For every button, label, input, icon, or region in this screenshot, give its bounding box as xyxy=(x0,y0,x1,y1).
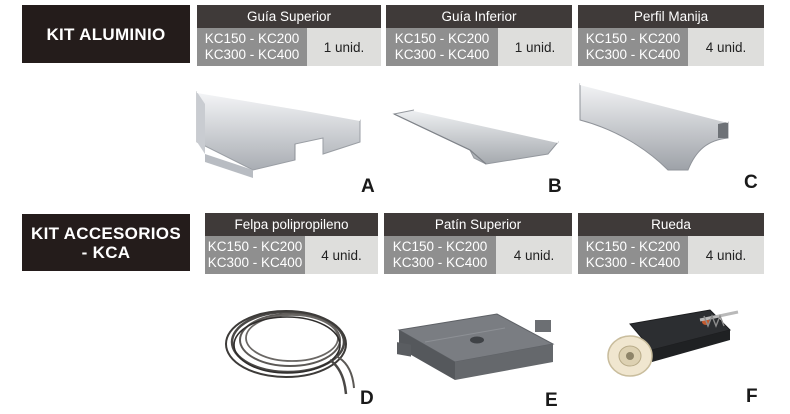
product-f: F xyxy=(600,300,764,412)
kit-label-line: KIT ACCESORIOS xyxy=(31,223,181,243)
upper-track-icon xyxy=(196,91,361,178)
card-model-line: KC300 - KC400 xyxy=(585,255,681,270)
card-model-line: KC150 - KC200 xyxy=(392,239,488,254)
card-title: Felpa polipropileno xyxy=(205,213,378,236)
card-models: KC150 - KC200 KC300 - KC400 xyxy=(384,236,496,274)
product-letter: B xyxy=(548,176,562,197)
card-perfil-manija: Perfil Manija KC150 - KC200 KC300 - KC40… xyxy=(578,5,764,66)
card-title: Rueda xyxy=(578,213,764,236)
card-model-line: KC150 - KC200 xyxy=(585,31,681,46)
product-letter: A xyxy=(361,176,375,197)
product-c: C xyxy=(578,80,764,195)
card-models: KC150 - KC200 KC300 - KC400 xyxy=(205,236,305,274)
product-e: E xyxy=(385,300,570,412)
card-models: KC150 - KC200 KC300 - KC400 xyxy=(578,236,688,274)
lower-track-icon xyxy=(392,109,559,165)
product-letter: D xyxy=(360,388,374,409)
card-patin-superior: Patín Superior KC150 - KC200 KC300 - KC4… xyxy=(384,213,572,274)
card-models: KC150 - KC200 KC300 - KC400 xyxy=(197,28,307,66)
card-model-line: KC150 - KC200 xyxy=(585,239,681,254)
product-a: A xyxy=(195,82,385,197)
card-title: Perfil Manija xyxy=(578,5,764,28)
top-slider-icon xyxy=(397,313,555,380)
card-model-line: KC300 - KC400 xyxy=(394,47,490,62)
kit-accesorios-label: KIT ACCESORIOS - KCA xyxy=(22,214,190,271)
card-model-line: KC150 - KC200 xyxy=(207,239,303,254)
card-model-line: KC300 - KC400 xyxy=(204,47,300,62)
card-felpa-polipropileno: Felpa polipropileno KC150 - KC200 KC300 … xyxy=(205,213,378,274)
product-b: B xyxy=(390,100,572,197)
card-rueda: Rueda KC150 - KC200 KC300 - KC400 4 unid… xyxy=(578,213,764,274)
kit-label-line: KIT ALUMINIO xyxy=(46,24,166,44)
card-title: Guía Superior xyxy=(197,5,381,28)
brush-seal-coil-icon xyxy=(225,310,355,395)
card-title: Patín Superior xyxy=(384,213,572,236)
card-models: KC150 - KC200 KC300 - KC400 xyxy=(578,28,688,66)
card-model-line: KC150 - KC200 xyxy=(204,31,300,46)
card-quantity: 4 unid. xyxy=(688,236,764,274)
roller-wheel-icon xyxy=(607,309,739,377)
card-quantity: 4 unid. xyxy=(688,28,764,66)
product-letter: C xyxy=(744,172,758,193)
product-letter: F xyxy=(746,386,758,407)
card-quantity: 4 unid. xyxy=(496,236,572,274)
card-model-line: KC150 - KC200 xyxy=(394,31,490,46)
handle-profile-icon xyxy=(579,83,729,171)
kit-aluminio-label: KIT ALUMINIO xyxy=(22,5,190,63)
card-quantity: 1 unid. xyxy=(498,28,572,66)
kit-label-line: - KCA xyxy=(81,242,131,262)
card-model-line: KC300 - KC400 xyxy=(585,47,681,62)
card-model-line: KC300 - KC400 xyxy=(392,255,488,270)
card-guia-superior: Guía Superior KC150 - KC200 KC300 - KC40… xyxy=(197,5,381,66)
product-d: D xyxy=(220,290,382,410)
card-guia-inferior: Guía Inferior KC150 - KC200 KC300 - KC40… xyxy=(386,5,572,66)
card-quantity: 1 unid. xyxy=(307,28,381,66)
card-model-line: KC300 - KC400 xyxy=(207,255,303,270)
card-models: KC150 - KC200 KC300 - KC400 xyxy=(386,28,498,66)
product-letter: E xyxy=(545,390,558,411)
card-quantity: 4 unid. xyxy=(305,236,378,274)
card-title: Guía Inferior xyxy=(386,5,572,28)
